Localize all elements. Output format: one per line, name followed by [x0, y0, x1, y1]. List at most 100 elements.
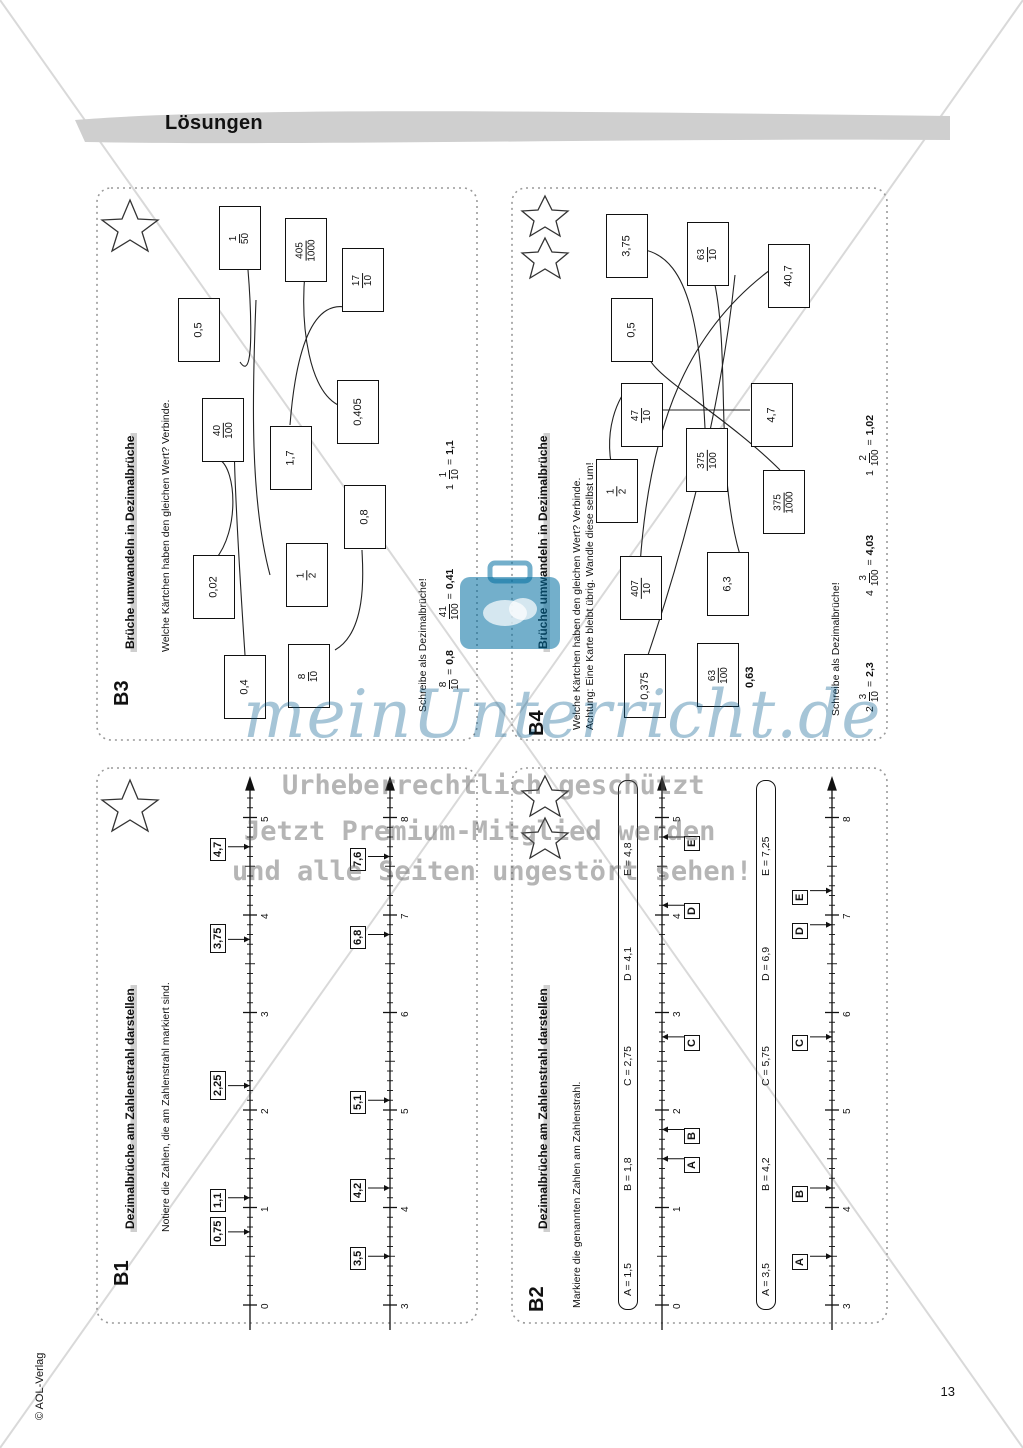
task-title: Dezimalbrüche am Zahlenstrahl darstellen	[536, 985, 550, 1232]
star-icon	[100, 194, 570, 860]
marker-arrowhead	[384, 853, 390, 860]
match-card: 0,5	[611, 298, 653, 362]
answer-box: 4,7	[210, 837, 226, 861]
tick-label: 5	[842, 1108, 853, 1114]
match-card: 40,7	[768, 244, 810, 308]
marker-arrowhead	[826, 921, 832, 928]
task-id: B2	[526, 1286, 548, 1312]
marker-arrowhead	[662, 1155, 668, 1162]
answer-box: B	[684, 1127, 700, 1144]
answer-box: 0,75	[210, 1216, 226, 1246]
task-id: B3	[111, 680, 133, 706]
marker-arrowhead	[244, 1194, 250, 1201]
answer-box: C	[684, 1034, 700, 1051]
tick-label: 3	[842, 1303, 853, 1309]
match-card: 0,5	[178, 298, 220, 362]
answer-box: 3,5	[350, 1246, 366, 1271]
value-label: B = 4,2	[760, 1157, 772, 1191]
task-title: Brüche umwandeln in Dezimalbrüche	[123, 432, 137, 652]
marker-arrowhead	[826, 1185, 832, 1191]
briefcase-cloud-icon	[460, 560, 560, 649]
task-instruction: Markiere die genannten Zahlen am Zahlens…	[571, 1081, 583, 1308]
answer-box: B	[792, 1186, 808, 1202]
task-instruction: Welche Kärtchen haben den gleichen Wert?…	[160, 399, 172, 652]
answer-box: D	[792, 922, 808, 939]
watermark-line: Urheberrechtlich geschützt	[282, 770, 705, 801]
match-card: 0,375	[624, 654, 666, 718]
value-label: C = 2,75	[622, 1046, 634, 1086]
task-title: Dezimalbrüche am Zahlenstrahl darstellen	[123, 985, 137, 1232]
match-card: 0,4	[224, 655, 266, 719]
match-card: 0,405	[337, 380, 379, 444]
value-label: A = 1,5	[622, 1263, 634, 1296]
watermark-line: Jetzt Premium-Mitglied werden	[244, 816, 716, 847]
answer-box: 1,1	[210, 1188, 226, 1212]
tick-label: 2	[260, 1108, 271, 1114]
answer-box: C	[792, 1034, 808, 1051]
match-card: 0,02	[193, 555, 235, 619]
tick-label: 1	[672, 1205, 683, 1212]
value-label: D = 4,1	[622, 946, 634, 981]
tick-label: 2	[672, 1108, 683, 1114]
marker-arrowhead	[384, 1097, 390, 1104]
tick-label: 3	[260, 1010, 271, 1017]
match-card: 0,8	[344, 485, 386, 549]
tick-label: 7	[842, 913, 853, 919]
marker-arrowhead	[244, 936, 250, 943]
task-id: B1	[111, 1260, 133, 1286]
match-card: 3,75	[606, 214, 648, 278]
answer-box: 6,8	[350, 925, 366, 949]
value-label: A = 3,5	[760, 1263, 772, 1296]
tick-label: 0	[672, 1303, 683, 1309]
tick-label: 3	[400, 1303, 411, 1309]
answer-box: A	[684, 1156, 700, 1173]
answer-box: 4,2	[350, 1178, 366, 1202]
marker-arrowhead	[384, 1185, 390, 1191]
tick-label: 6	[842, 1010, 853, 1017]
answer-box: D	[684, 903, 700, 920]
tick-label: 4	[260, 913, 271, 919]
marker-arrowhead	[244, 1228, 250, 1235]
watermark-logo: meinUnterricht.de	[243, 676, 882, 753]
match-card: 1,7	[270, 426, 312, 490]
tick-label: 6	[400, 1010, 411, 1017]
marker-arrowhead	[662, 1126, 668, 1133]
tick-label: 1	[260, 1205, 271, 1212]
watermark-line: und alle Seiten ungestört sehen!	[232, 856, 753, 887]
task-instruction: Notiere die Zahlen, die am Zahlenstrahl …	[160, 982, 172, 1232]
copyright: © AOL-Verlag	[34, 1352, 46, 1420]
marker-arrowhead	[244, 1082, 250, 1089]
tick-label: 5	[400, 1108, 411, 1114]
marker-arrowhead	[662, 834, 668, 840]
marker-arrowhead	[662, 902, 668, 909]
tick-label: 7	[400, 913, 411, 919]
value-label: D = 6,9	[760, 946, 772, 981]
tick-label: 0	[260, 1303, 271, 1309]
page-number: 13	[940, 1384, 955, 1399]
page-title: Lösungen	[165, 112, 263, 134]
marker-arrowhead	[662, 1033, 668, 1040]
answer-box: 2,25	[210, 1070, 226, 1100]
tick-label: 4	[400, 1205, 411, 1212]
value-label: B = 1,8	[622, 1157, 634, 1191]
marker-arrowhead	[384, 1253, 390, 1260]
answer-box: 3,75	[210, 923, 226, 954]
value-label: E = 7,25	[760, 836, 772, 876]
